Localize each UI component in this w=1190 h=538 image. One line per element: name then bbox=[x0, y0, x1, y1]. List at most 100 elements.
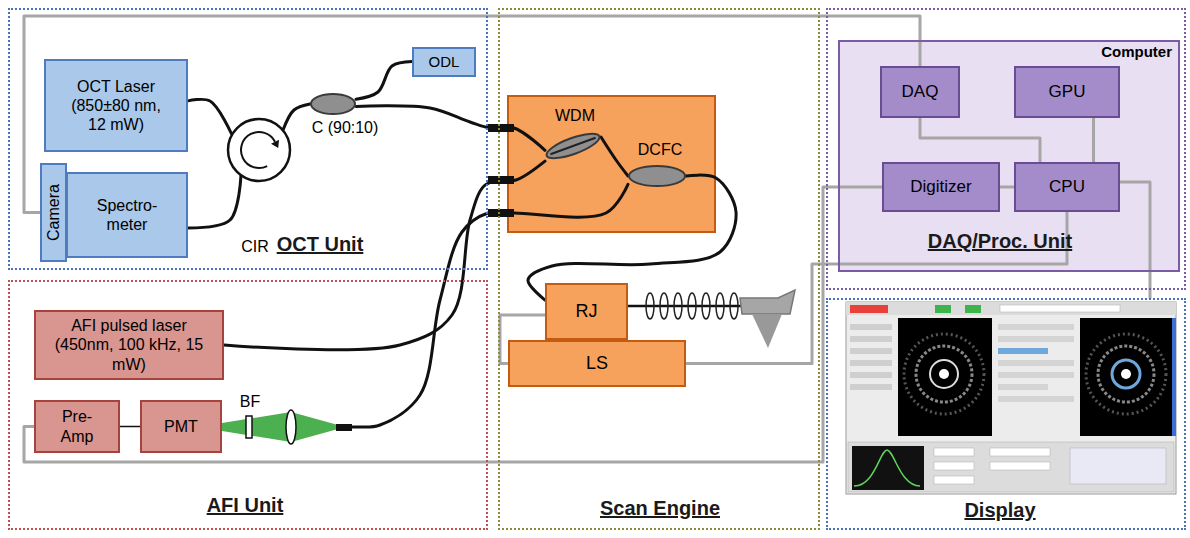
box-label: Spectro- meter bbox=[91, 196, 163, 234]
box-label: PMT bbox=[164, 417, 198, 436]
catheter-coil bbox=[674, 293, 682, 319]
box-label: RJ bbox=[576, 301, 598, 323]
optical-fiber bbox=[356, 62, 412, 100]
spectrometer-box: Spectro- meter bbox=[66, 172, 188, 258]
afi-laser-box: AFI pulsed laser (450nm, 100 kHz, 15 mW) bbox=[34, 310, 224, 380]
spectrum-curve bbox=[854, 450, 920, 486]
catheter-coil bbox=[716, 293, 724, 319]
part-label: BF bbox=[240, 392, 260, 411]
display-region: Display bbox=[826, 298, 1186, 530]
box-label: C (90:10) bbox=[312, 118, 379, 137]
signal-wire bbox=[1120, 182, 1150, 298]
catheter-coil bbox=[702, 293, 710, 319]
screenshot-control bbox=[990, 448, 1050, 456]
catheter-coil bbox=[730, 293, 738, 319]
laser-box: OCT Laser (850±80 nm, 12 mW) bbox=[44, 59, 188, 152]
screenshot-slider bbox=[1000, 305, 1120, 312]
box-label: DCFC bbox=[638, 140, 682, 159]
screenshot-control bbox=[850, 336, 892, 342]
box-label: GPU bbox=[1049, 82, 1086, 102]
catheter-coil bbox=[688, 293, 696, 319]
fiber-port bbox=[488, 176, 514, 184]
fiber-coupler: C (90:10) bbox=[300, 88, 390, 138]
screenshot-control bbox=[998, 372, 1074, 378]
box-label: Computer bbox=[1101, 43, 1172, 61]
screenshot-control bbox=[850, 348, 892, 354]
tissue-speckle bbox=[916, 346, 972, 402]
screenshot-panel bbox=[848, 442, 1174, 492]
coupler-body bbox=[544, 129, 602, 163]
tissue-speckle bbox=[904, 334, 984, 414]
box-label: Digitizer bbox=[910, 177, 971, 197]
oct-image bbox=[898, 318, 992, 436]
screenshot-control bbox=[850, 324, 892, 330]
lens bbox=[286, 410, 296, 444]
circulator-body bbox=[228, 119, 290, 181]
region-label: Display bbox=[964, 498, 1035, 522]
fiber-coupler-shape bbox=[310, 92, 356, 116]
optical-fiber bbox=[222, 184, 628, 427]
screenshot-toolbar bbox=[846, 302, 1176, 315]
screenshot-control bbox=[998, 396, 1074, 402]
delay-line-box: ODL bbox=[412, 47, 476, 77]
box-label: ODL bbox=[429, 53, 460, 71]
catheter-ring bbox=[1121, 369, 1131, 379]
screenshot-control bbox=[998, 336, 1074, 342]
wdm-coupler: WDM bbox=[535, 104, 610, 164]
optical-fiber bbox=[283, 104, 310, 130]
region-label: DAQ/Proc. Unit bbox=[928, 229, 1072, 253]
catheter-coil bbox=[646, 293, 654, 319]
signal-wire bbox=[1000, 186, 1014, 189]
screenshot-button bbox=[965, 305, 981, 313]
circulator-shape bbox=[226, 117, 292, 183]
fused-image bbox=[1080, 318, 1172, 436]
box-label: CIR bbox=[241, 237, 269, 256]
dcfc-coupler: DCFC bbox=[622, 140, 694, 192]
optical-fiber bbox=[528, 175, 736, 300]
fluorescence-beam bbox=[222, 412, 338, 442]
box-label: WDM bbox=[555, 106, 595, 125]
optical-fiber bbox=[601, 137, 628, 176]
fiber-port bbox=[488, 124, 514, 132]
bandpass-filter bbox=[246, 416, 252, 438]
coupler-body bbox=[629, 166, 685, 186]
linear-stage-box: LS bbox=[508, 340, 686, 387]
screenshot-control bbox=[998, 384, 1048, 390]
screenshot-button bbox=[850, 305, 888, 313]
box-label: CPU bbox=[1049, 177, 1085, 197]
spectrum-plot bbox=[852, 446, 924, 490]
screenshot-control bbox=[998, 348, 1048, 354]
catheter-coil bbox=[660, 293, 668, 319]
coupler-body bbox=[311, 94, 355, 114]
fiber-port bbox=[488, 209, 514, 217]
tissue-speckle bbox=[1098, 346, 1154, 402]
screenshot-control bbox=[934, 476, 974, 484]
screenshot-control bbox=[850, 384, 892, 390]
daq-region: DAQ/Proc. Unit ComputerDAQ GPU Digitizer CPU bbox=[826, 8, 1186, 290]
dcfc-coupler-shape bbox=[628, 162, 686, 190]
screenshot-control bbox=[850, 360, 892, 366]
dichroic-line bbox=[550, 138, 595, 154]
colorbar bbox=[1172, 318, 1176, 436]
region-label: OCT Unit bbox=[277, 232, 364, 256]
box-label: LS bbox=[586, 353, 608, 375]
computer-fill bbox=[838, 40, 1180, 272]
gpu-box: GPU bbox=[1014, 66, 1120, 118]
tissue-speckle bbox=[1086, 334, 1166, 414]
pmt-box: PMT bbox=[140, 400, 222, 453]
circulator-arrow-head bbox=[271, 140, 279, 148]
daq-box: DAQ bbox=[880, 66, 960, 118]
scan-engine-region: Scan Engine WDM DCFC RJ LS bbox=[498, 8, 820, 530]
region-label: AFI Unit bbox=[207, 493, 284, 517]
screenshot-control bbox=[934, 462, 974, 470]
optical-fiber bbox=[188, 176, 241, 228]
lumen-ring bbox=[930, 360, 958, 388]
screenshot-control bbox=[1070, 448, 1166, 484]
region-label: Scan Engine bbox=[600, 496, 720, 520]
fluorescence-ring bbox=[1112, 360, 1140, 388]
digitizer-box: Digitizer bbox=[882, 162, 1000, 212]
circulator-arrow bbox=[241, 132, 275, 168]
screenshot-button bbox=[935, 305, 951, 313]
optical-fiber bbox=[188, 99, 232, 134]
screenshot-control bbox=[990, 462, 1050, 470]
